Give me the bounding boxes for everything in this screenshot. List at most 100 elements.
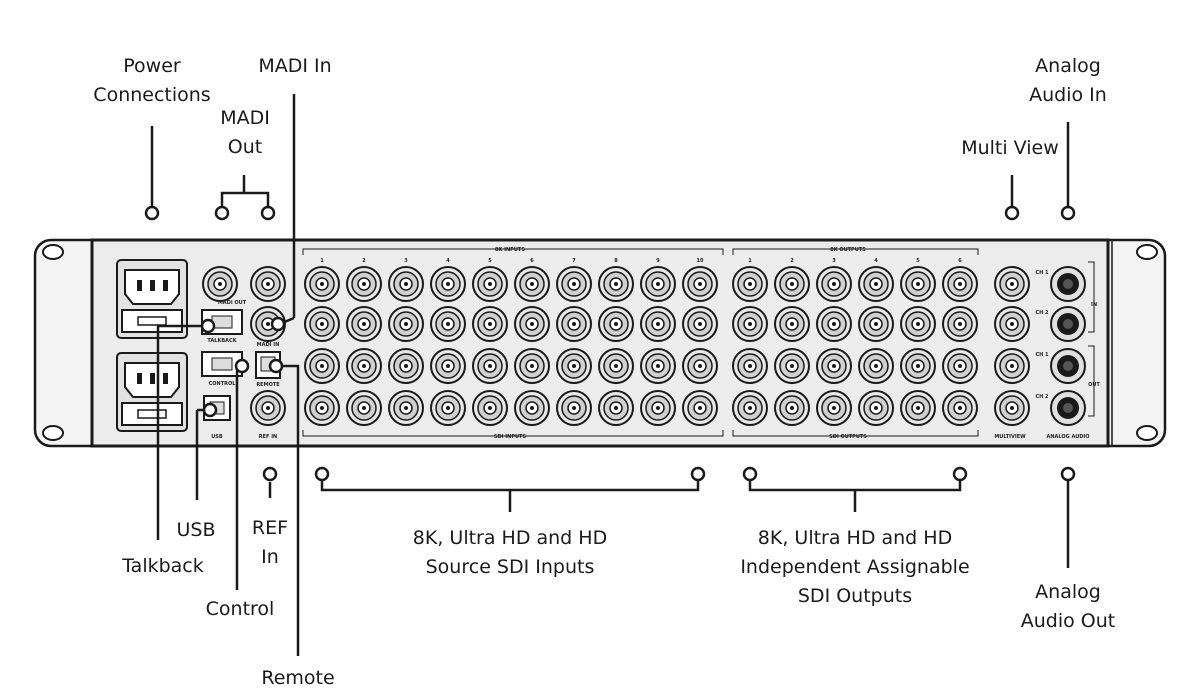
panel-label-madi-out: MADI OUT [218,300,247,306]
output-group-number: 4 [874,258,878,264]
sdi-output-connector [774,348,810,384]
sdi-input-connector [682,390,718,426]
panel-label-sdi-inputs-bottom: SDI INPUTS [494,434,527,440]
sdi-input-connector [514,390,550,426]
sdi-output-connector [858,306,894,342]
input-group-number: 1 [320,258,324,264]
leader-dots [144,205,1076,482]
power-inlet-2 [116,352,188,432]
sdi-output-connector [774,390,810,426]
sdi-input-connector [640,390,676,426]
sdi-input-connector [472,348,508,384]
sdi-output-connector [732,266,768,302]
audio-channel-label: CH 1 [1035,352,1049,358]
audio-channel-labels: CH 1CH 2CH 1CH 2 [1035,270,1049,400]
panel-label-sdi-outputs-top: 8K OUTPUTS [830,247,866,253]
label-madi-out: MADI Out [220,107,270,158]
label-multi-view: Multi View [961,137,1059,159]
label-talkback: Talkback [122,555,204,577]
analog-audio-jack [1050,390,1086,426]
sdi-output-connector [858,390,894,426]
panel-label-remote: REMOTE [256,382,280,388]
sdi-input-connector [640,266,676,302]
label-ref-in: REF In [251,517,289,568]
panel-label-sdi-inputs-top: 8K INPUTS [495,247,525,253]
sdi-input-connector [472,266,508,302]
sdi-input-connector [682,266,718,302]
sdi-input-connector [346,306,382,342]
output-group-number: 2 [790,258,794,264]
sdi-input-connector [388,266,424,302]
input-group-number: 6 [530,258,534,264]
sdi-input-connector [304,306,340,342]
output-group-number: 6 [958,258,962,264]
sdi-input-connector [640,306,676,342]
input-group-number: 10 [697,258,704,264]
label-analog-audio-in: Analog Audio In [1029,55,1107,106]
panel-label-usb: USB [211,434,223,440]
sdi-input-connector [682,306,718,342]
rack-ear-hole [42,244,64,260]
madi-out-connector [202,266,238,302]
leader-lines [150,94,1070,656]
sdi-input-connector [598,306,634,342]
sdi-input-connector [430,348,466,384]
rack-ear-hole [42,425,64,441]
sdi-output-connector [858,348,894,384]
sdi-input-connector [598,390,634,426]
multiview-connector [994,390,1030,426]
label-usb: USB [176,519,216,541]
label-sdi-inputs: 8K, Ultra HD and HD Source SDI Inputs [412,527,608,578]
rack-ear-hole [1136,244,1158,260]
sdi-input-connector [388,306,424,342]
sdi-output-connector [732,306,768,342]
madi-out-connector [250,266,286,302]
sdi-input-connector [346,348,382,384]
input-group-number: 7 [572,258,576,264]
bnc-connectors [202,266,1086,426]
label-control: Control [205,598,275,620]
sdi-input-connector [472,390,508,426]
sdi-input-connector [514,266,550,302]
ref-in-connector [250,390,286,426]
rack-ear-hole [1136,425,1158,441]
sdi-input-connector [388,348,424,384]
sdi-output-connector [816,266,852,302]
output-group-number: 3 [832,258,836,264]
output-group-number: 5 [916,258,920,264]
sdi-input-connector [598,348,634,384]
multiview-connector [994,306,1030,342]
sdi-input-connector [556,390,592,426]
sdi-output-connector [774,266,810,302]
analog-audio-jack [1050,348,1086,384]
sdi-input-connector [514,348,550,384]
analog-audio-jack [1050,266,1086,302]
output-group-numbers: 1 2 3 4 5 6 [748,258,962,264]
panel-label-madi-in: MADI IN [257,342,280,348]
sdi-input-connector [346,266,382,302]
sdi-output-connector [900,306,936,342]
sdi-input-connector [430,306,466,342]
sdi-input-connector [556,306,592,342]
input-group-number: 3 [404,258,408,264]
input-group-number: 4 [446,258,450,264]
label-remote: Remote [261,667,335,689]
sdi-output-connector [900,266,936,302]
sdi-output-connector [732,348,768,384]
panel-label-ref-in: REF IN [259,434,277,440]
sdi-input-connector [304,266,340,302]
sdi-output-connector [816,306,852,342]
output-group-number: 1 [748,258,752,264]
sdi-input-connector [388,390,424,426]
sdi-input-connector [430,390,466,426]
sdi-input-connector [640,348,676,384]
sdi-output-connector [858,266,894,302]
sdi-output-connector [900,348,936,384]
input-group-number: 5 [488,258,492,264]
sdi-output-connector [900,390,936,426]
panel-label-multiview: MULTIVIEW [994,434,1026,440]
multiview-connector [994,266,1030,302]
panel-label-sdi-outputs-bottom: SDI OUTPUTS [829,434,867,440]
